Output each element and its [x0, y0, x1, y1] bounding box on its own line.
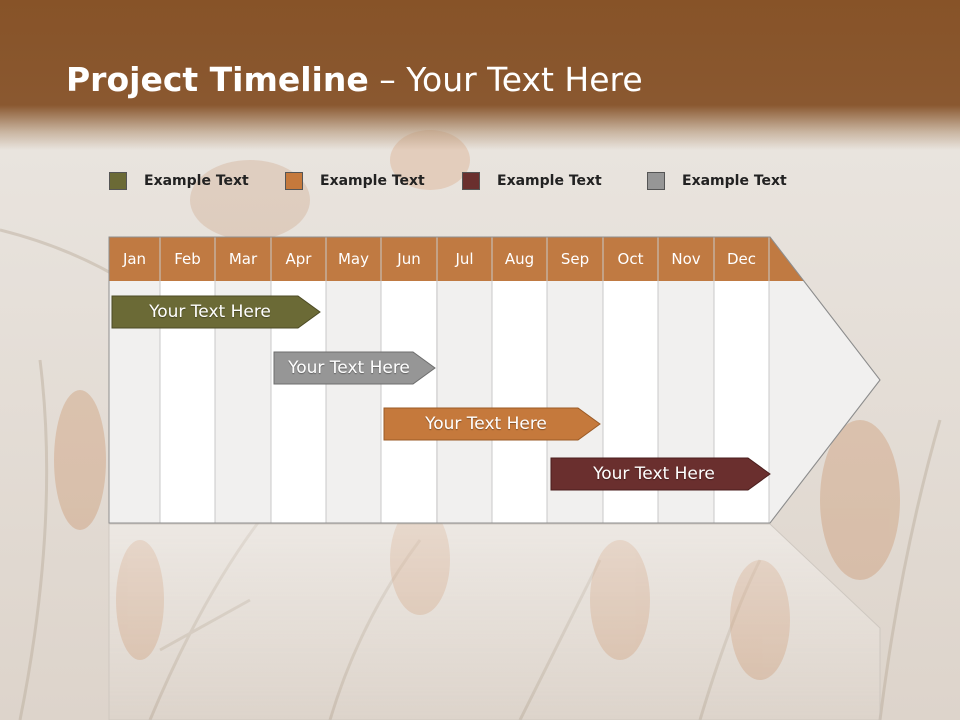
month-label: Feb [174, 250, 201, 268]
month-label: Jan [122, 250, 147, 268]
month-label: Sep [560, 250, 590, 268]
month-label: Jul [455, 250, 474, 268]
month-label: Dec [726, 250, 757, 268]
legend-swatch [109, 172, 127, 190]
title-bold: Project Timeline [66, 60, 369, 99]
task-bar-label: Your Text Here [288, 358, 410, 378]
task-bar-label: Your Text Here [593, 464, 715, 484]
task-bar-2 [273, 351, 436, 385]
title-rest: – Your Text Here [368, 60, 643, 99]
legend-item-4: Example Text [647, 170, 787, 192]
task-bar-1 [111, 295, 321, 329]
month-label: Nov [671, 250, 701, 268]
month-label: May [337, 250, 369, 268]
legend-item-2: Example Text [285, 170, 425, 192]
month-label: Jun [397, 250, 421, 268]
legend-swatch [647, 172, 665, 190]
title-band [0, 0, 960, 150]
legend-swatch [285, 172, 303, 190]
legend-swatch [462, 172, 480, 190]
month-label: Oct [617, 250, 644, 268]
task-bar-4 [550, 457, 771, 491]
task-bar-label: Your Text Here [425, 414, 547, 434]
month-label: Apr [285, 250, 312, 268]
legend-label: Example Text [320, 173, 425, 189]
legend-item-3: Example Text [462, 170, 602, 192]
legend-label: Example Text [682, 173, 787, 189]
legend-label: Example Text [497, 173, 602, 189]
task-bar-3 [383, 407, 601, 441]
slide-title: Project Timeline – Your Text Here [66, 60, 643, 99]
legend-label: Example Text [144, 173, 249, 189]
month-label: Aug [504, 250, 535, 268]
task-bar-label: Your Text Here [149, 302, 271, 322]
legend-item-1: Example Text [109, 170, 249, 192]
month-label: Mar [228, 250, 258, 268]
